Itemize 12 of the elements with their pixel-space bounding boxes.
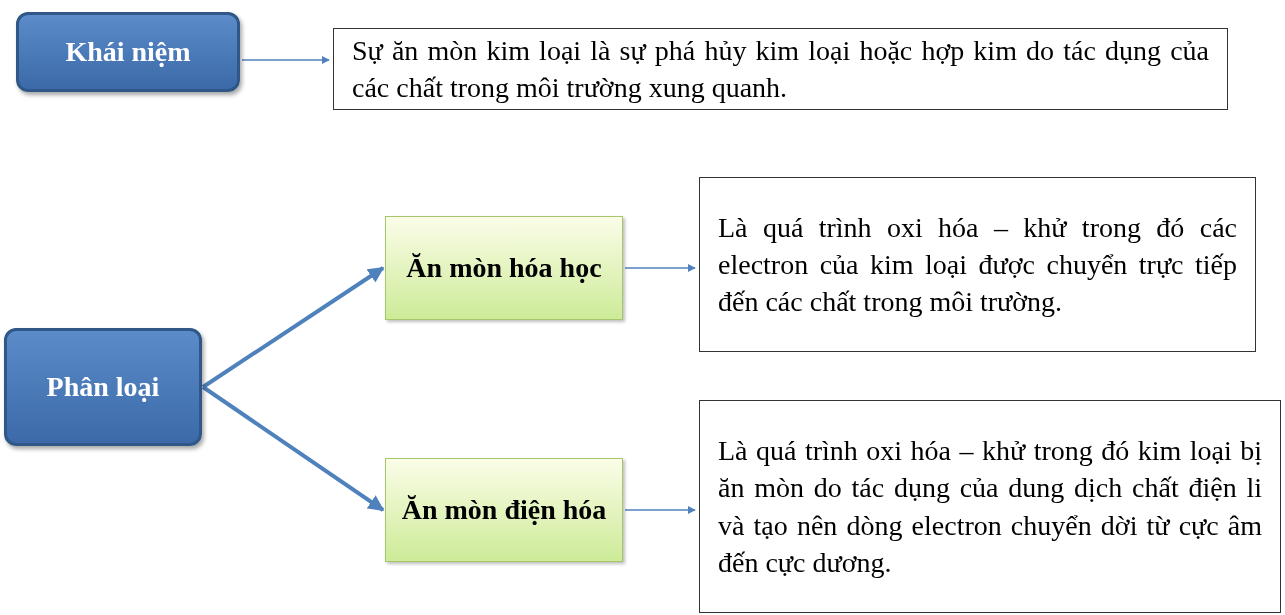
- category-box: Phân loại: [4, 328, 202, 446]
- definition-box: Sự ăn mòn kim loại là sự phá hủy kim loại hoặc hợp kim do tác dụng của các chất trong môi trường xung quanh.: [333, 28, 1228, 110]
- arrow: [201, 385, 385, 512]
- arrow: [624, 506, 696, 514]
- concept-box: Khái niệm: [16, 12, 240, 92]
- type-box: Ăn mòn điện hóa: [385, 458, 623, 562]
- arrow: [201, 266, 385, 389]
- type-box: Ăn mòn hóa học: [385, 216, 623, 320]
- description-box: Là quá trình oxi hóa – khử trong đó kim loại bị ăn mòn do tác dụng của dung dịch chất điện li và tạo nên dòng electron chuyển dời từ cực âm đến cực dương.: [699, 400, 1281, 613]
- description-box: Là quá trình oxi hóa – khử trong đó các electron của kim loại được chuyển trực tiếp đến các chất trong môi trường.: [699, 177, 1256, 352]
- arrow: [241, 56, 330, 64]
- arrow: [624, 264, 696, 272]
